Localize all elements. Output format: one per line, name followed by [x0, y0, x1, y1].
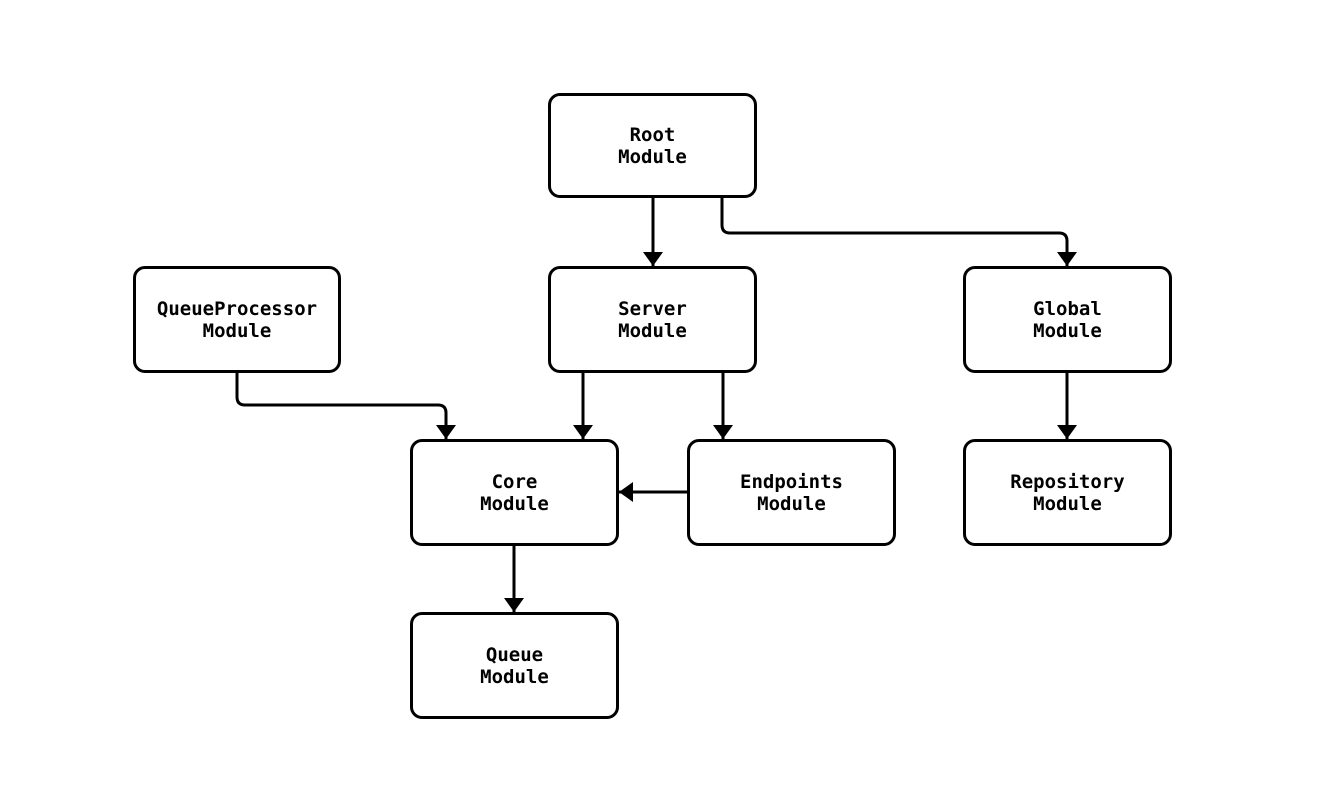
node-repository-module-label-line-1: Repository — [1010, 470, 1125, 493]
node-endpoints-module-label-line-2: Module — [757, 492, 826, 515]
node-core-module-label-line-2: Module — [480, 492, 549, 515]
node-repository-module-label-line-2: Module — [1033, 492, 1102, 515]
node-root-module-label-line-1: Root — [629, 123, 676, 146]
node-server-module-label-line-1: Server — [618, 297, 687, 320]
edge-root-module-to-global-module — [720, 198, 1077, 266]
node-queue-module-label-line-2: Module — [480, 665, 549, 688]
node-global-module-label-line-1: Global — [1033, 297, 1102, 320]
node-endpoints-module-label-line-1: Endpoints — [740, 470, 843, 493]
node-queueprocessor-module-label-line-2: Module — [202, 319, 272, 342]
node-core-module-label-line-1: Core — [491, 470, 538, 493]
node-server-module-label-line-2: Module — [618, 319, 687, 342]
node-queue-module-label-line-1: Queue — [485, 643, 544, 666]
node-queueprocessor-module-label-line-1: QueueProcessor — [156, 297, 318, 320]
edge-queueprocessor-module-to-core-module — [235, 373, 456, 439]
node-global-module-label-line-2: Module — [1033, 319, 1102, 342]
node-root-module-label-line-2: Module — [618, 145, 687, 168]
